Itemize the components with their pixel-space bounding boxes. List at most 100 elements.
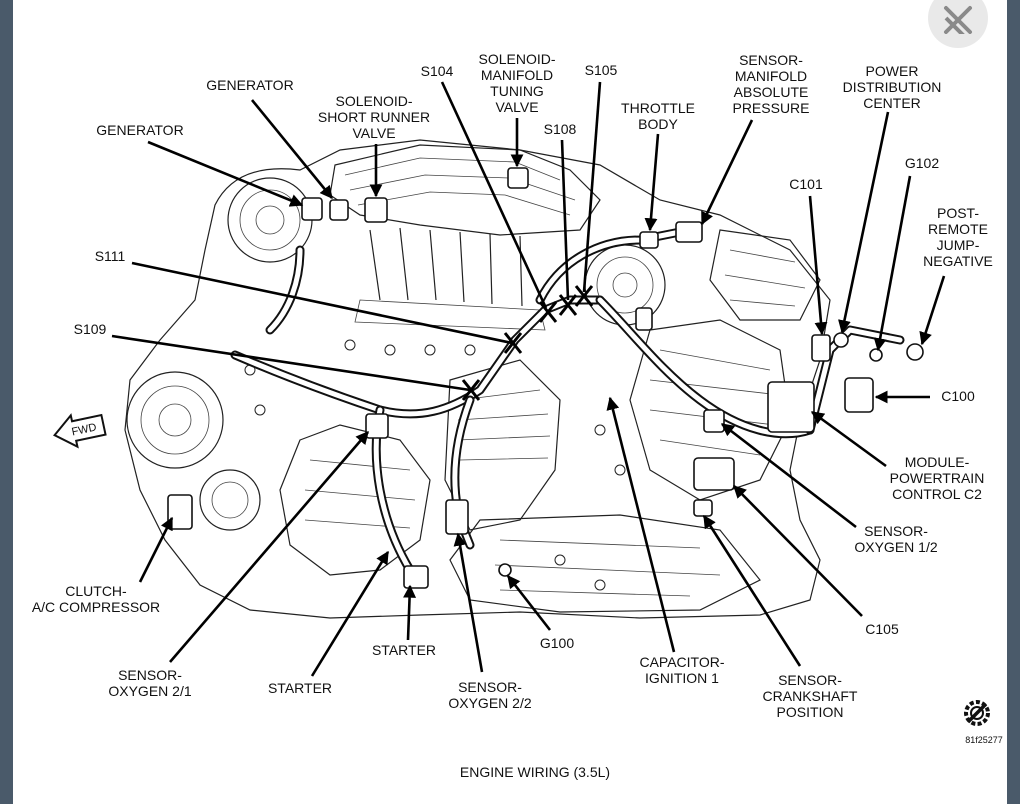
- close-button[interactable]: [928, 0, 988, 48]
- remote-jump-post: [906, 343, 924, 361]
- label-line: OXYGEN 2/1: [108, 683, 191, 699]
- label-capacitor-ignition: CAPACITOR-IGNITION 1: [639, 654, 724, 686]
- label-line: GENERATOR: [96, 122, 183, 138]
- label-line: POWER: [866, 63, 919, 79]
- label-line: STARTER: [372, 642, 436, 658]
- connector-tuning-valve: [507, 167, 529, 189]
- label-line: MODULE-: [905, 454, 970, 470]
- splice-s104: [538, 301, 558, 323]
- connectors: [167, 167, 924, 589]
- label-sensor-o2-12: SENSOR-OXYGEN 1/2: [854, 523, 937, 555]
- forward-arrow-icon: FWD: [52, 413, 107, 449]
- label-line: STARTER: [268, 680, 332, 696]
- label-line: SENSOR-: [458, 679, 522, 695]
- diagram-panel: FWD GENERATOR GENERATOR SOLENOID-SHORT RUN…: [13, 0, 1007, 804]
- splice-s108: [558, 294, 578, 316]
- connector-c101: [811, 334, 831, 362]
- connector-throttle-body: [639, 231, 659, 249]
- gear-wrench-icon: [964, 700, 990, 726]
- label-line: OXYGEN 1/2: [854, 539, 937, 555]
- label-line: S105: [585, 62, 618, 78]
- label-line: SENSOR-: [864, 523, 928, 539]
- label-line: POSITION: [777, 704, 844, 720]
- label-sensor-o2-22: SENSOR-OXYGEN 2/2: [448, 679, 531, 711]
- splice-s111: [503, 332, 523, 354]
- label-sensor-o2-21: SENSOR-OXYGEN 2/1: [108, 667, 191, 699]
- connector-clutch-ac: [167, 494, 193, 530]
- label-line: GENERATOR: [206, 77, 293, 93]
- label-s108: S108: [544, 121, 577, 137]
- label-line: MANIFOLD: [735, 68, 807, 84]
- label-line: G100: [540, 635, 574, 651]
- label-line: REMOTE: [928, 221, 988, 237]
- label-c105: C105: [865, 621, 899, 637]
- label-line: THROTTLE: [621, 100, 695, 116]
- figure-id: 81f25277: [965, 735, 1003, 745]
- label-s104: S104: [421, 63, 454, 79]
- label-line: S111: [95, 248, 126, 264]
- connector-o2-22: [445, 499, 469, 535]
- engine-wiring-diagram: FWD GENERATOR GENERATOR SOLENOID-SHORT RUN…: [32, 51, 1003, 780]
- label-generator-2: GENERATOR: [206, 77, 293, 93]
- ground-g102: [869, 348, 883, 362]
- connector-throttle-2: [635, 307, 653, 331]
- connector-generator-1: [301, 197, 323, 221]
- connector-o2-12: [703, 409, 725, 433]
- label-c100: C100: [941, 388, 975, 404]
- label-line: TUNING: [490, 83, 544, 99]
- label-line: C101: [789, 176, 823, 192]
- label-line: SENSOR-: [739, 52, 803, 68]
- label-line: VALVE: [495, 99, 538, 115]
- label-line: SHORT RUNNER: [318, 109, 430, 125]
- ground-power-dist: [833, 332, 849, 348]
- label-line: SOLENOID-: [335, 93, 412, 109]
- label-line: BODY: [638, 116, 678, 132]
- label-line: A/C COMPRESSOR: [32, 599, 160, 615]
- label-s111: S111: [95, 248, 126, 264]
- label-line: MANIFOLD: [481, 67, 553, 83]
- connector-short-runner: [364, 197, 388, 223]
- connector-map-sensor: [675, 221, 703, 243]
- label-line: S108: [544, 121, 577, 137]
- connector-c105: [693, 457, 735, 491]
- diagram-caption: ENGINE WIRING (3.5L): [460, 764, 610, 780]
- label-line: S104: [421, 63, 454, 79]
- label-line: SENSOR-: [778, 672, 842, 688]
- connector-starter: [403, 565, 429, 589]
- connector-c100: [844, 377, 874, 413]
- label-clutch-ac: CLUTCH-A/C COMPRESSOR: [32, 583, 160, 615]
- label-g102: G102: [905, 155, 939, 171]
- label-line: G102: [905, 155, 939, 171]
- connector-o2-21: [365, 413, 389, 439]
- label-line: VALVE: [352, 125, 395, 141]
- ground-g100: [498, 563, 512, 577]
- label-line: NEGATIVE: [923, 253, 993, 269]
- connector-generator-2: [329, 199, 349, 221]
- label-line: CAPACITOR-: [639, 654, 724, 670]
- label-line: CONTROL C2: [892, 486, 982, 502]
- label-line: DISTRIBUTION: [843, 79, 942, 95]
- splice-marks: [461, 285, 594, 401]
- connector-pcm: [767, 381, 815, 433]
- label-line: POST-: [937, 205, 979, 221]
- connector-crankshaft: [693, 499, 713, 517]
- label-g100: G100: [540, 635, 574, 651]
- label-starter-2: STARTER: [268, 680, 332, 696]
- label-line: POWERTRAIN: [890, 470, 985, 486]
- label-starter-1: STARTER: [372, 642, 436, 658]
- label-s105: S105: [585, 62, 618, 78]
- label-line: OXYGEN 2/2: [448, 695, 531, 711]
- leader-lines: [111, 81, 946, 677]
- label-line: SENSOR-: [118, 667, 182, 683]
- label-generator-1: GENERATOR: [96, 122, 183, 138]
- label-line: CENTER: [863, 95, 921, 111]
- label-line: C105: [865, 621, 899, 637]
